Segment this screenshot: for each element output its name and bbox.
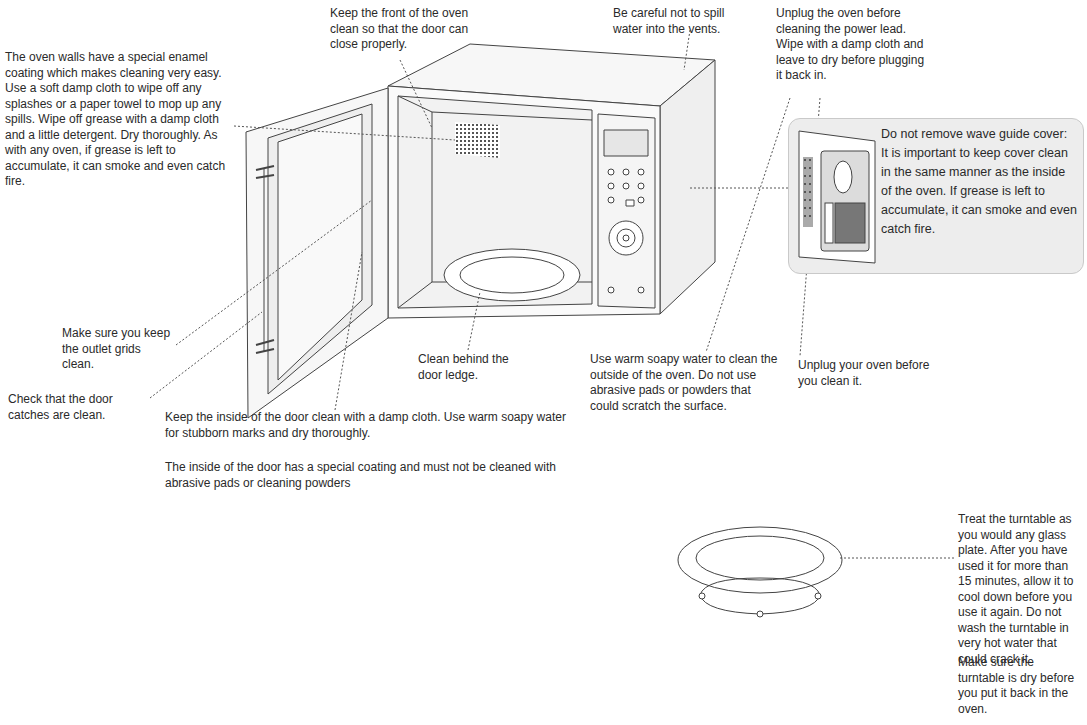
oven-cavity [398,96,592,308]
callout-text: Use warm soapy water to clean the outsid… [590,352,780,414]
cavity-back [432,112,592,120]
outlet-grid [455,122,500,158]
door-catches [256,166,274,353]
callout-text: Clean behind the door ledge. [418,352,530,383]
callout-text: Check that the door catches are clean. [8,392,148,423]
roller-ring [700,578,820,614]
oven-door [246,88,388,418]
door-window [268,104,372,394]
turntable [444,249,580,301]
callout-text: Unplug the oven before cleaning the powe… [776,6,926,84]
wave-guide-illustration [795,127,879,267]
leader-lines [150,30,954,558]
panel-text: Do not remove wave guide cover: It is im… [881,125,1077,239]
turntable-plate [678,527,842,593]
callout-text: The inside of the door has a special coa… [165,460,575,491]
callout-text: Keep the inside of the door clean with a… [165,410,575,441]
turntable-rim [460,257,564,293]
callout-text: Treat the turntable as you would any gla… [958,512,1084,667]
callout-text: Make sure you keep the outlet grids clea… [62,326,172,373]
control-panel [598,114,655,308]
display [604,130,648,156]
callout-text: Unplug your oven before you clean it. [798,358,948,389]
callout-text: Keep the front of the oven clean so that… [330,6,470,53]
turntable-inner [696,536,824,580]
callout-text: Be careful not to spill water into the v… [613,6,743,37]
oven-front [388,86,660,318]
callout-text: The oven walls have a special enamel coa… [5,50,233,190]
cavity-wall [398,96,432,308]
door-handle [264,168,265,351]
info-panel: Do not remove wave guide cover: It is im… [788,118,1084,274]
door-glass [278,114,362,380]
callout-text: Make sure the turntable is dry before yo… [958,655,1084,717]
oven-side [660,60,715,314]
